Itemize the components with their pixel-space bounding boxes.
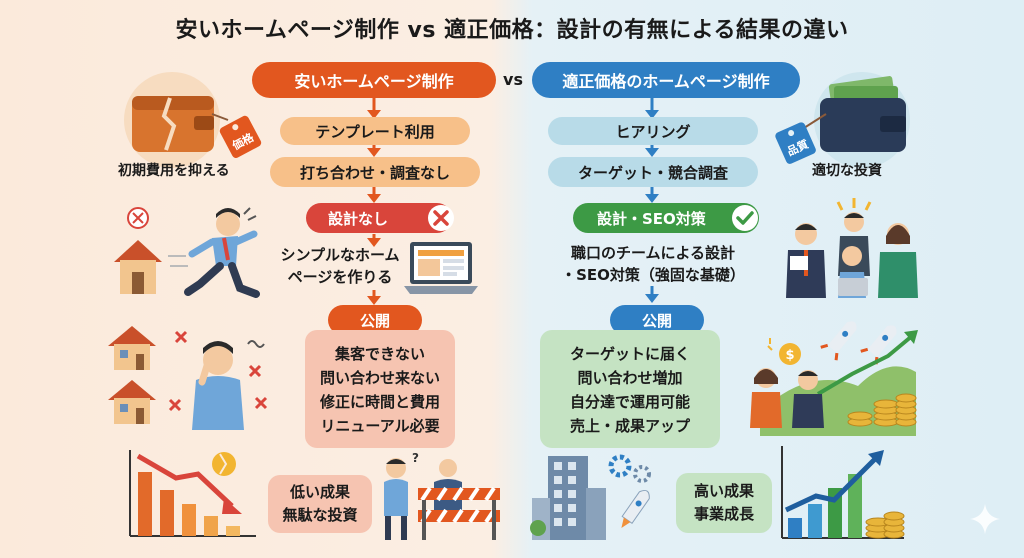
falling-chart-icon [129,450,256,537]
right-outcome-box: 高い成果 事業成長 [676,473,772,533]
sparkle-icon [970,504,1000,534]
svg-text:?: ? [412,451,419,465]
left-wallet-caption: 初期費用を抑える [118,163,230,179]
left-description-line: ページを作りる [287,268,393,286]
vs-label: vs [503,70,523,89]
design-seo-label: 設計・SEO対策 [597,209,706,228]
barricade-icon: ? [384,451,500,540]
broken-wallet-icon: 価格 [124,72,262,168]
left-design-badge: 設計なし [306,203,452,233]
left-result-item: リニューアル必要 [320,417,440,435]
right-description: 職口のチームによる設計 ・SEO対策（強固な基礎） [546,242,760,286]
left-result-item: 集客できない [334,345,425,363]
left-results-box: 集客できない 問い合わせ来ない 修正に時間と費用 リニューアル必要 [305,330,455,448]
right-result-item: 自分達で運用可能 [569,393,690,411]
left-step-template: テンプレート利用 [280,117,470,145]
left-outcome-item: 低い成果 [289,483,350,501]
right-outcome-item: 事業成長 [693,505,754,523]
laptop-icon [404,242,478,294]
right-wallet-caption: 適切な投資 [812,163,882,179]
left-heading: 安いホームページ制作 [252,62,496,98]
right-results-box: ターゲットに届く 問い合わせ増加 自分達で運用可能 売上・成果アップ [540,330,720,448]
running-man-icon [114,207,260,298]
right-step-hearing: ヒアリング [548,117,758,145]
right-result-item: 売上・成果アップ [569,417,690,435]
rising-chart-icon [781,446,905,539]
left-step-no-research: 打ち合わせ・調査なし [270,157,480,187]
right-description-line: 職口のチームによる設計 [570,244,736,262]
svg-text:$: $ [785,348,794,363]
left-result-item: 修正に時間と費用 [319,393,440,411]
right-outcome-item: 高い成果 [693,482,754,500]
right-heading: 適正価格のホームページ制作 [532,62,800,98]
right-result-item: 問い合わせ増加 [577,369,683,387]
right-design-badge: 設計・SEO対策 [573,203,759,233]
right-step-research: ターゲット・競合調査 [548,157,758,187]
money-wallet-icon: 品質 [775,72,910,168]
cross-circle-icon [428,205,454,231]
right-description-line: ・SEO対策（強固な基礎） [561,266,745,284]
left-result-item: 問い合わせ来ない [319,369,440,387]
page-title: 安いホームページ制作 vs 適正価格：設計の有無による結果の違い [175,18,849,43]
city-growth-icon [530,454,651,540]
left-description: シンプルなホーム ページを作りる [270,244,410,288]
left-outcome-item: 無駄な投資 [282,506,358,524]
team-icon [786,198,918,298]
design-none-label: 設計なし [328,209,389,228]
rocket-success-icon: $ [750,321,918,436]
right-result-item: ターゲットに届く [569,345,690,363]
left-description-line: シンプルなホーム [280,246,400,264]
left-outcome-box: 低い成果 無駄な投資 [268,475,372,533]
check-circle-icon [732,205,758,231]
worried-man-icon [108,326,268,430]
